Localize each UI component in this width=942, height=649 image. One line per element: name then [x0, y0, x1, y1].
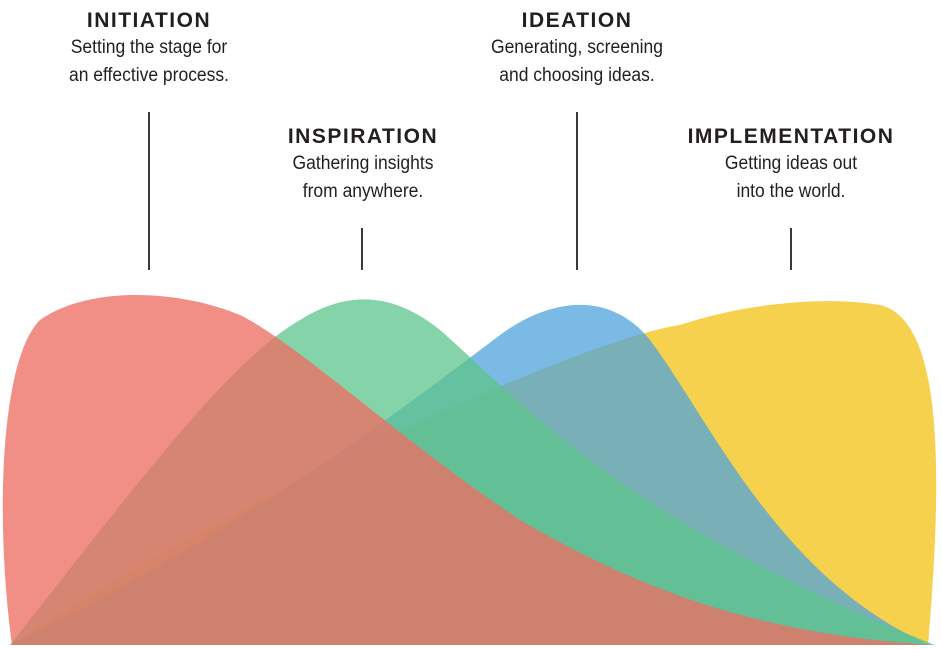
initiation-connector-line [148, 112, 150, 270]
phase-label-inspiration: INSPIRATION Gathering insights from anyw… [243, 124, 483, 206]
implementation-connector-line [790, 228, 792, 270]
ideation-connector-line [576, 112, 578, 270]
phase-description-line: Setting the stage for [70, 37, 228, 58]
phase-description-line: and choosing ideas. [499, 65, 655, 86]
phase-description-line: Getting ideas out [724, 153, 858, 174]
initiation-curve [2, 295, 936, 645]
phase-title: IMPLEMENTATION [687, 125, 895, 148]
phase-title: INSPIRATION [287, 125, 439, 148]
inspiration-connector-line [361, 228, 363, 270]
phase-description-line: Gathering insights [292, 153, 434, 174]
phase-label-initiation: INITIATION Setting the stage for an effe… [28, 8, 270, 90]
phase-label-implementation: IMPLEMENTATION Getting ideas out into th… [660, 124, 922, 206]
phase-title: IDEATION [521, 9, 633, 32]
phase-title: INITIATION [86, 9, 212, 32]
phase-description-line: an effective process. [68, 65, 229, 86]
phase-description-line: Generating, screening [490, 37, 663, 58]
phase-description-line: from anywhere. [302, 181, 424, 202]
phase-description-line: into the world. [736, 181, 846, 202]
phase-label-ideation: IDEATION Generating, screening and choos… [446, 8, 708, 90]
